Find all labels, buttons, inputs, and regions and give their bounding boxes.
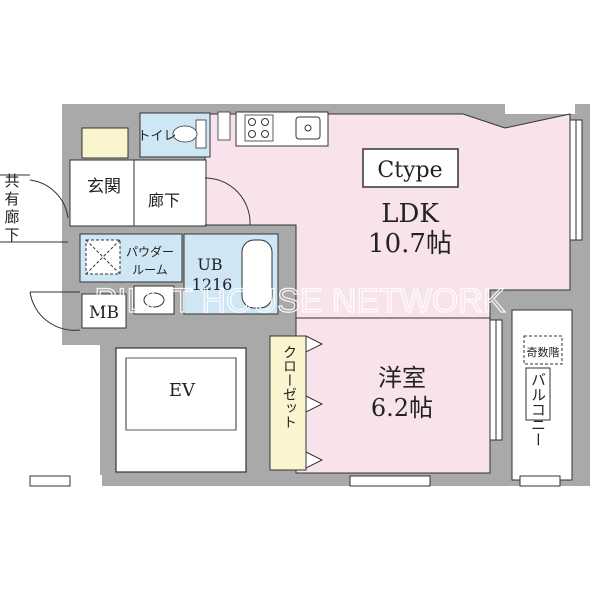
washer-icon [85,239,121,275]
fridge-space [217,111,231,141]
common-hall-label-4: 下 [4,226,19,244]
common-hall-label-2: 有 [4,190,19,208]
mb-box [81,293,127,329]
powder-label-2: ルーム [132,263,168,277]
common-hall-label-1: 共 [4,172,19,190]
ldk-room [204,113,571,321]
watermark: PILOT HOUSE NETWORK [94,282,506,320]
sink-icon [295,116,321,140]
type-label-box [362,148,459,188]
toilet-icon [172,119,207,149]
ub-label-2: 1216 [192,275,233,294]
wash-basin [133,285,175,315]
entrance-door [29,179,69,219]
hallway-area [133,159,207,227]
western-room-size-label: 6.2帖 [371,394,433,422]
ldk-size-label: 10.7帖 [368,229,452,259]
ev-label: EV [169,380,196,401]
western-room-label: 洋室 [378,364,426,392]
toilet-label: トイレ [137,129,176,144]
windows [29,119,583,487]
mb-label: MB [89,303,119,323]
stairs-label: 奇数階 [527,345,560,359]
type-label: Ctype [377,158,442,183]
closet-label: クローゼット [281,345,297,429]
ldk-label: LDK [381,199,439,229]
stove-icon [244,114,274,142]
entrance-area [69,159,135,227]
entrance-label: 玄関 [87,177,121,197]
stairs-box [523,335,563,365]
balcony-label-box [525,367,551,421]
common-hall-label-3: 廊 [4,208,19,226]
powder-label-1: パウダー [126,244,174,259]
entrance-storage [81,127,129,159]
ub-label-1: UB [197,255,222,274]
hall-door [204,177,251,226]
balcony-label: バルコニー [529,372,547,447]
hallway-label: 廊下 [148,191,180,210]
bathtub-icon [241,239,273,309]
